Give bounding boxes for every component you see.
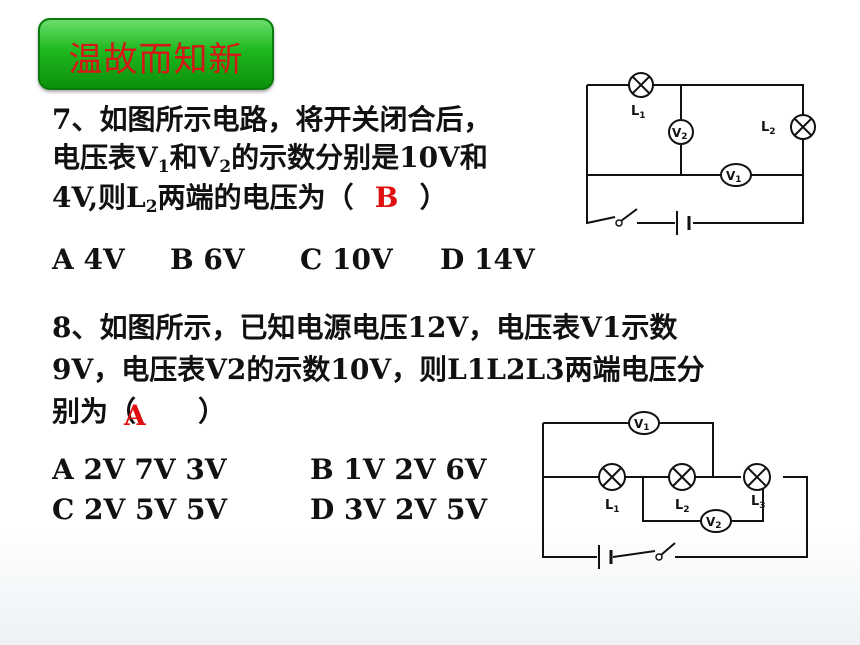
q8-option-b: B 1V 2V 6V bbox=[310, 453, 487, 486]
q7-wire-top-right bbox=[649, 84, 804, 115]
q8-lamp-l1 bbox=[598, 463, 626, 491]
q7-circuit-diagram: L1 L2 V2 V1 bbox=[586, 72, 816, 235]
q7-option-a: A 4V bbox=[52, 243, 125, 276]
q8-line-3: 别为（A ） bbox=[52, 395, 227, 430]
q8-answer: A bbox=[124, 399, 146, 432]
q7-wire-right-bottom bbox=[693, 139, 804, 224]
q7-lamp-l2 bbox=[790, 114, 816, 140]
header-title: 温故而知新 bbox=[68, 40, 244, 80]
q7-line-3-b: 两端的电压为（ bbox=[157, 181, 354, 214]
q7-switch bbox=[615, 208, 638, 227]
q8-lamp-l3 bbox=[743, 463, 771, 491]
q8-line-3-a: 别为（ bbox=[52, 395, 137, 428]
q8-label-l2: L2 bbox=[675, 498, 690, 515]
svg-text:V2: V2 bbox=[672, 126, 688, 142]
q7-option-d: D 14V bbox=[440, 243, 535, 276]
q7-lamp-l1 bbox=[628, 72, 654, 98]
svg-text:V1: V1 bbox=[726, 169, 742, 185]
q8-wire-left bbox=[542, 423, 597, 558]
q8-options: A 2V 7V 3V B 1V 2V 6V C 2V 5V 5V D 3V 2V… bbox=[52, 456, 512, 526]
q8-option-a: A 2V 7V 3V bbox=[52, 453, 227, 486]
q7-line-3-close: ） bbox=[419, 181, 448, 214]
q7-label-l2: L2 bbox=[761, 120, 776, 137]
header-badge: 温故而知新 bbox=[38, 18, 274, 90]
q7-line-2-a: 电压表V bbox=[52, 141, 158, 174]
q7-line-3-a: 4V,则L bbox=[52, 181, 146, 214]
q8-option-d: D 3V 2V 5V bbox=[310, 493, 488, 526]
q8-label-l3: L3 bbox=[751, 494, 766, 511]
q8-line-3-close: ） bbox=[198, 395, 227, 428]
q8-circuit-diagram: V1 L1 L2 L3 V2 bbox=[542, 411, 808, 569]
q8-wire-v2-left bbox=[642, 477, 701, 522]
q8-line-1-text: 8、如图所示，已知电源电压12V，电压表V1示数 bbox=[52, 311, 678, 344]
q8-switch bbox=[655, 542, 676, 561]
q7-battery bbox=[676, 211, 691, 235]
q8-line-2: 9V，电压表V2的示数10V，则L1L2L3两端电压分 bbox=[52, 356, 705, 384]
q8-voltmeter-v2: V2 bbox=[700, 509, 732, 533]
q8-lamp-l2 bbox=[668, 463, 696, 491]
q8-line-1: 8、如图所示，已知电源电压12V，电压表V1示数 bbox=[52, 314, 677, 342]
q7-voltmeter-v1: V1 bbox=[720, 163, 752, 187]
q8-voltmeter-v1: V1 bbox=[628, 411, 660, 435]
q7-option-b: B 6V bbox=[170, 243, 245, 276]
q8-wire-right bbox=[675, 476, 808, 558]
q7-line-2: 电压表V1和V2的示数分别是10V和 bbox=[52, 144, 488, 176]
q7-line-2-sub1: 1 bbox=[157, 157, 170, 177]
q7-line-3-sub: 2 bbox=[145, 197, 158, 217]
q8-battery bbox=[598, 545, 613, 569]
q7-label-l1: L1 bbox=[631, 104, 646, 121]
q7-line-1: 7、如图所示电路，将开关闭合后， bbox=[52, 106, 491, 134]
q8-option-c: C 2V 5V 5V bbox=[52, 493, 228, 526]
q7-answer: B bbox=[374, 181, 399, 214]
q8-wire-v2-right bbox=[731, 477, 764, 522]
q8-label-l1: L1 bbox=[605, 498, 620, 515]
q7-line-3: 4V,则L2两端的电压为（ B ） bbox=[52, 184, 448, 216]
q7-line-2-sub2: 2 bbox=[219, 157, 232, 177]
svg-text:V2: V2 bbox=[706, 515, 722, 531]
q8-wire-bottom-mid bbox=[612, 550, 656, 558]
svg-text:V1: V1 bbox=[634, 417, 650, 433]
q7-line-1-text: 7、如图所示电路，将开关闭合后， bbox=[52, 103, 492, 136]
q7-wire-left bbox=[586, 85, 616, 225]
q8-line-2-text: 9V，电压表V2的示数10V，则L1L2L3两端电压分 bbox=[52, 353, 705, 386]
q7-voltmeter-v2: V2 bbox=[668, 119, 694, 145]
q8-wire-top-right bbox=[659, 422, 714, 477]
q7-line-2-c: 的示数分别是10V和 bbox=[231, 141, 488, 174]
q7-option-c: C 10V bbox=[300, 243, 393, 276]
q7-line-2-b: 和V bbox=[169, 141, 220, 174]
